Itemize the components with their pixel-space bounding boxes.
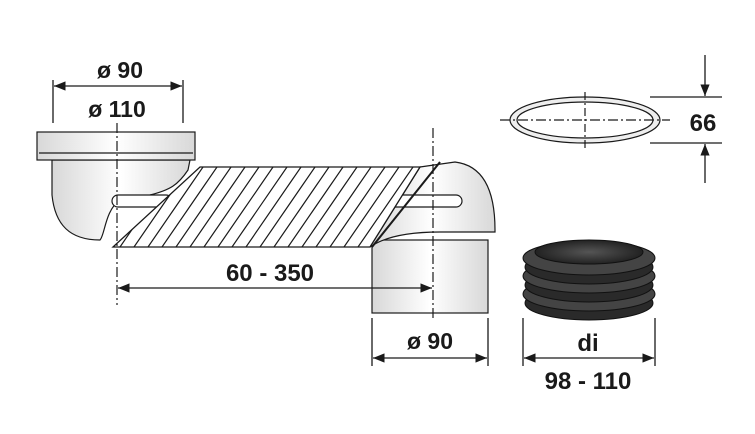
offset-range-label: 60 - 350 [226,260,314,287]
hatch-line [287,167,344,247]
outlet-dia-label: ø 90 [407,328,453,354]
hatch-line [329,167,386,247]
hatch-line [273,167,330,247]
sealing-ring [500,92,670,148]
inlet-dia-small-label: ø 90 [97,57,143,83]
hatch-line [189,167,246,247]
hatch-line [147,167,204,247]
hatch-line [357,167,414,247]
seal-diameter-dimension [522,318,656,366]
hatch-line [161,167,218,247]
inlet-elbow [36,131,196,241]
seal-inner-label: di [577,330,598,357]
hatch-line [259,167,316,247]
ring-height-dimension [650,55,722,183]
outlet-diameter-dimension [371,318,489,366]
hatch-line [203,167,260,247]
hatch-line [301,167,358,247]
hatch-line [175,167,232,247]
hatch-line [245,167,302,247]
seal-range-label: 98 - 110 [545,368,632,395]
hatch-line [315,167,372,247]
ring-height-label: 66 [690,110,717,137]
centerlines [116,123,434,318]
hatch-line [217,167,274,247]
lip-seal [522,239,656,321]
inlet-diameter-dimension [52,80,184,123]
seal-opening [534,239,644,265]
hatch-line [231,167,288,247]
inlet-dia-large-label: ø 110 [88,96,146,122]
hatch-line [343,167,400,247]
